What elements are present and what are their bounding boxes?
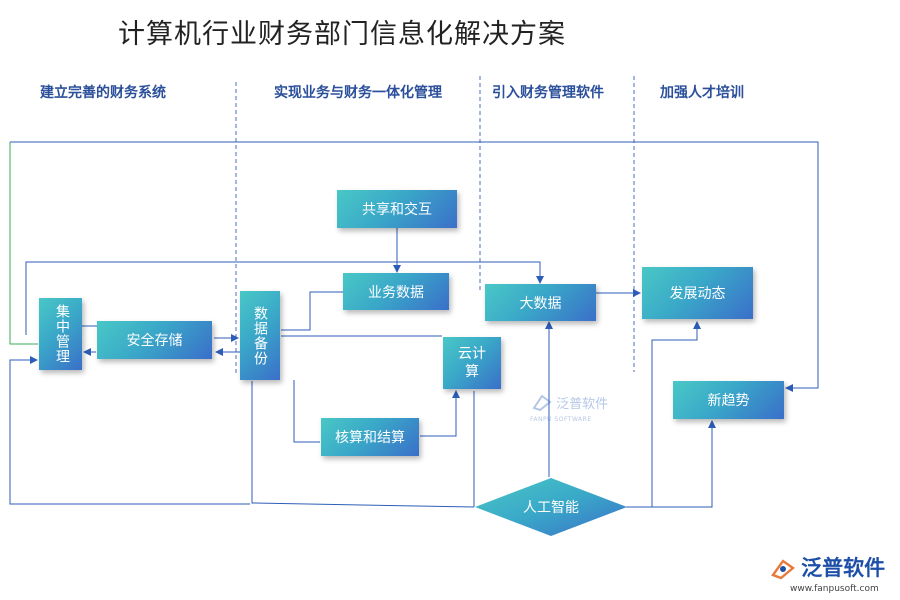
node-business-data: 业务数据 — [343, 273, 449, 310]
node-development-trends: 发展动态 — [642, 267, 753, 319]
column-label-finance-software: 引入财务管理软件 — [492, 85, 604, 101]
column-dividers — [235, 76, 635, 375]
node-artificial-intelligence-shape — [475, 478, 627, 536]
node-sharing-interaction: 共享和交互 — [337, 190, 457, 228]
node-data-backup: 数据备份 — [240, 291, 280, 380]
arrow-top-loop-to-new-trend — [10, 141, 819, 392]
fanpu-brand-logo-icon — [770, 558, 796, 584]
arrow-ai-to-new-trend — [626, 420, 716, 508]
column-label-talent-training: 加强人才培训 — [660, 85, 744, 101]
brand-watermark-url: www.fanpusoft.com — [790, 583, 879, 594]
node-cloud-computing: 云计算 — [443, 337, 501, 389]
center-watermark-name: 泛普软件 — [556, 397, 609, 412]
green-link — [9, 142, 38, 345]
node-secure-storage: 安全存储 — [97, 321, 212, 359]
link-ai-to-backup — [251, 381, 475, 508]
link-backup-to-business-data — [281, 291, 343, 331]
arrow-bottom-loop-to-centralized — [9, 356, 250, 505]
brand-watermark: 泛普软件 www.fanpusoft.com — [770, 552, 885, 594]
link-backup-to-accounting — [293, 380, 320, 443]
brand-watermark-name: 泛普软件 — [801, 556, 886, 580]
center-watermark-sub: FANPU SOFTWARE — [530, 415, 592, 423]
node-new-trend: 新趋势 — [673, 381, 784, 419]
center-watermark: 泛普软件 FANPU SOFTWARE — [530, 393, 608, 423]
arrow-accounting-to-cloud — [420, 390, 460, 437]
node-artificial-intelligence: 人工智能 — [523, 500, 579, 516]
column-label-business-finance-integration: 实现业务与财务一体化管理 — [274, 85, 442, 101]
fanpu-logo-icon — [530, 394, 552, 416]
node-centralized-management: 集中管理 — [39, 298, 82, 370]
node-big-data: 大数据 — [485, 284, 596, 321]
column-label-financial-system: 建立完善的财务系统 — [40, 85, 166, 101]
node-accounting-settlement: 核算和结算 — [321, 418, 419, 456]
arrow-left-to-big-data — [25, 261, 544, 335]
page-title: 计算机行业财务部门信息化解决方案 — [118, 19, 566, 50]
